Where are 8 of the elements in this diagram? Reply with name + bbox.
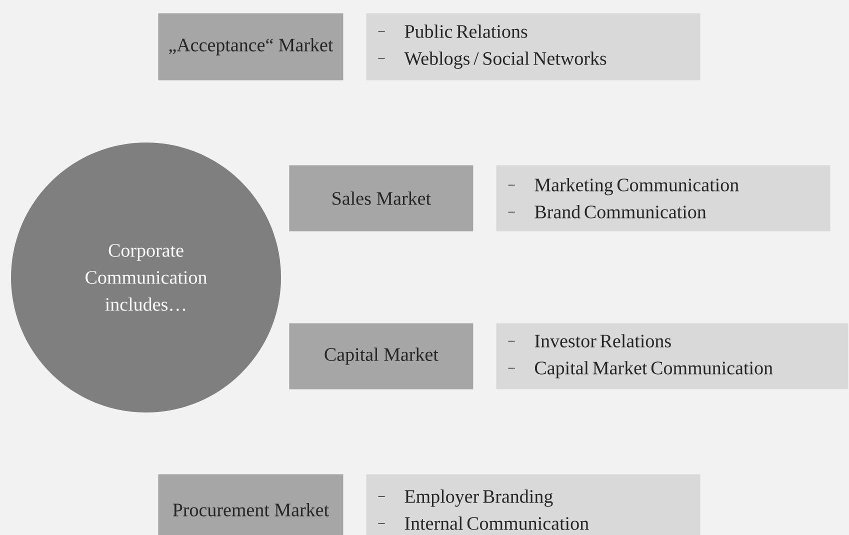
market-box: Capital Market — [289, 323, 474, 390]
list-box: Marketing Communication Brand Communication — [496, 165, 830, 232]
list-box: Employer Branding Internal Communication — [366, 474, 700, 535]
list-box: Investor Relations Capital Market Communication — [496, 323, 848, 390]
market-box: Procurement Market — [158, 474, 344, 535]
list-box: Public Relations Weblogs / Social Networks — [366, 13, 700, 80]
market-box: „Acceptance“ Market — [158, 13, 344, 80]
market-box: Sales Market — [289, 165, 474, 232]
